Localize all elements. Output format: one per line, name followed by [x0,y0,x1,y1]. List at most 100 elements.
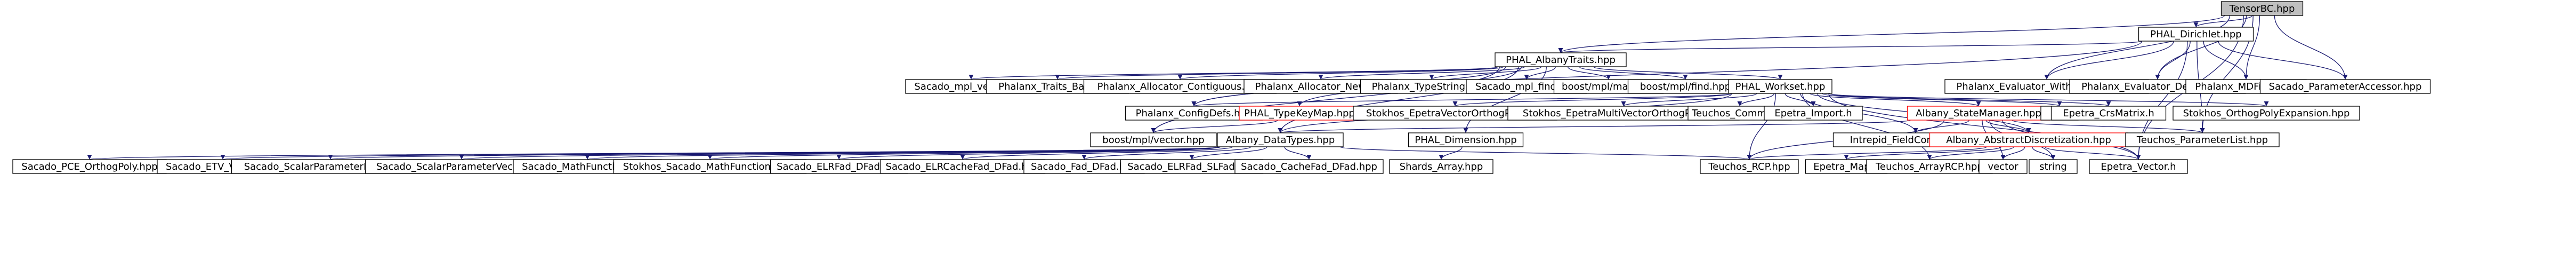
node-cachefad[interactable]: Sacado_CacheFad_DFad.hpp [1234,159,1384,174]
edge-absdisc-to-arrayrcp [1927,146,2014,160]
node-statemgr[interactable]: Albany_StateManager.hpp [1907,106,2050,121]
node-label: Sacado_ELRCacheFad_DFad.hpp [886,161,1040,172]
edge-dirichlet-to-evalwithbase [2044,41,2174,80]
node-box [2138,27,2254,42]
node-label: Albany_StateManager.hpp [1916,108,2041,119]
node-sacparamacc[interactable]: Sacado_ParameterAccessor.hpp [2259,79,2431,94]
node-shardsarray[interactable]: Shards_Array.hpp [1389,159,1493,174]
node-label: Phalanx_Allocator_Contiguous.hpp [1097,81,1263,92]
edge-dirichlet-to-mdfield [2203,41,2249,80]
node-string[interactable]: string [2029,159,2078,174]
node-label: boost/mpl/vector.hpp [1102,134,1204,146]
edge-albanytraits-to-alloccontig [1177,66,1504,80]
node-label: Epetra_Map.h [1813,161,1879,172]
node-workset[interactable]: PHAL_Workset.hpp [1728,79,1832,94]
edge-tensorbc-to-evalderived [2155,15,2247,80]
node-datatypes[interactable]: Albany_DataTypes.hpp [1217,132,1344,147]
node-label: PHAL_TypeKeyMap.hpp [1244,108,1355,119]
node-box [1389,159,1493,174]
node-label: Stokhos_Sacado_MathFunctions.hpp [623,161,797,172]
node-label: Sacado_CacheFad_DFad.hpp [1241,161,1377,172]
edge-albanytraits-to-workset [1593,66,1783,80]
node-label: Sacado_ParameterAccessor.hpp [2269,81,2422,92]
node-label: Sacado_Fad_DFad.hpp [1031,161,1137,172]
node-arrayrcp[interactable]: Teuchos_ArrayRCP.hpp [1866,159,1993,174]
edge-datatypes-to-stokmathfns [708,146,1221,160]
node-label: Epetra_Import.h [1774,108,1852,119]
node-crsmatrix[interactable]: Epetra_CrsMatrix.h [2050,106,2167,121]
node-pceortho[interactable]: Sacado_PCE_OrthogPoly.hpp [12,159,167,174]
edge-statemgr-to-datatypes [1278,120,1911,133]
edge-workset-to-epvecortho [1452,93,1732,107]
node-boostfind[interactable]: boost/mpl/find.hpp [1627,79,1743,94]
edge-albanytraits-to-boostmap [1567,66,1611,80]
edge-albanytraits-to-typestrings [1429,66,1542,80]
node-box [2220,1,2304,16]
edge-datatypes-to-elrfad [837,146,1221,160]
node-tensorbc: TensorBC.hpp [2220,1,2304,16]
edge-dirichlet-to-evalderived [2155,41,2191,80]
edge-workset-to-crsmatrix [1828,93,2111,107]
edge-statemgr-to-absdisc [1985,120,2031,133]
edge-absdisc-to-epvector [2045,146,2141,160]
node-box [2173,106,2360,121]
node-box [1090,132,1217,147]
edge-absdisc-to-vector [2000,146,2025,160]
edge-workset-to-epmvortho [1621,93,1757,107]
node-dimension[interactable]: PHAL_Dimension.hpp [1408,132,1524,147]
node-vector[interactable]: vector [1979,159,2028,174]
node-boostvector[interactable]: boost/mpl/vector.hpp [1090,132,1217,147]
node-label: Stokhos_EpetraVectorOrthogPoly.hpp [1366,108,1544,119]
node-box [1700,159,1799,174]
node-label: Albany_DataTypes.hpp [1226,134,1335,146]
edge-albanytraits-to-mplfind [1524,66,1556,80]
node-box [1408,132,1524,147]
node-box [2259,79,2431,94]
edge-datatypes-to-faddfad [1081,146,1251,160]
node-label: string [2039,161,2067,172]
edge-albanytraits-to-allocnew [1318,66,1525,80]
edge-workset-to-configdefs [1192,93,1732,107]
node-label: PHAL_Workset.hpp [1735,81,1826,92]
edge-workset-to-arrayrcp [1802,93,1932,160]
edge-datatypes-to-elrcache [960,146,1233,160]
edge-datatypes-to-etvvector [221,146,1221,160]
node-label: PHAL_Dirichlet.hpp [2150,29,2241,40]
node-absdisc[interactable]: Albany_AbstractDiscretization.hpp [1929,132,2128,147]
node-label: boost/mpl/find.hpp [1640,81,1731,92]
edge-albanytraits-to-traitsbase [1055,66,1499,80]
edge-dirichlet-to-sacparamacc [2218,41,2348,80]
node-label: Teuchos_ParameterList.hpp [2136,134,2268,146]
node-elrcache[interactable]: Sacado_ELRCacheFad_DFad.hpp [879,159,1046,174]
node-rcp[interactable]: Teuchos_RCP.hpp [1700,159,1799,174]
node-box [2089,159,2188,174]
edge-statemgr-to-paramlist [2012,120,2205,133]
node-label: vector [1988,161,2018,172]
edge-tensorbc-to-albanytraits [1558,15,2225,53]
edge-datatypes-to-cachefad [1284,146,1312,160]
node-box [1627,79,1743,94]
edge-albanytraits-to-boostfind [1579,66,1688,80]
node-box [2050,106,2167,121]
node-epimport[interactable]: Epetra_Import.h [1764,106,1863,121]
node-paramlist[interactable]: Teuchos_ParameterList.hpp [2125,132,2280,147]
edge-workset-to-epimport [1784,93,1816,107]
node-orthpolyexp[interactable]: Stokhos_OrthogPolyExpansion.hpp [2173,106,2360,121]
edge-workset-to-orthpolyexp [1828,93,2268,107]
node-box [2029,159,2078,174]
edge-absdisc-to-epmap [1844,146,2002,160]
edge-workset-to-rcp [1747,93,1776,160]
node-box [1764,106,1863,121]
node-box [1728,79,1832,94]
edge-dirichlet-to-albanytraits [1558,41,2143,53]
node-label: Sacado_ELRFad_DFad.hpp [777,161,901,172]
edge-workset-to-epvector [1828,93,2141,160]
node-label: Sacado_ELRFad_SLFad.hpp [1127,161,1256,172]
node-epvector[interactable]: Epetra_Vector.h [2089,159,2188,174]
edge-tensorbc-to-dirichlet [2193,15,2253,28]
node-box [879,159,1046,174]
node-albanytraits[interactable]: PHAL_AlbanyTraits.hpp [1495,52,1627,67]
node-typekeymap[interactable]: PHAL_TypeKeyMap.hpp [1239,106,1360,121]
node-dirichlet[interactable]: PHAL_Dirichlet.hpp [2138,27,2254,42]
